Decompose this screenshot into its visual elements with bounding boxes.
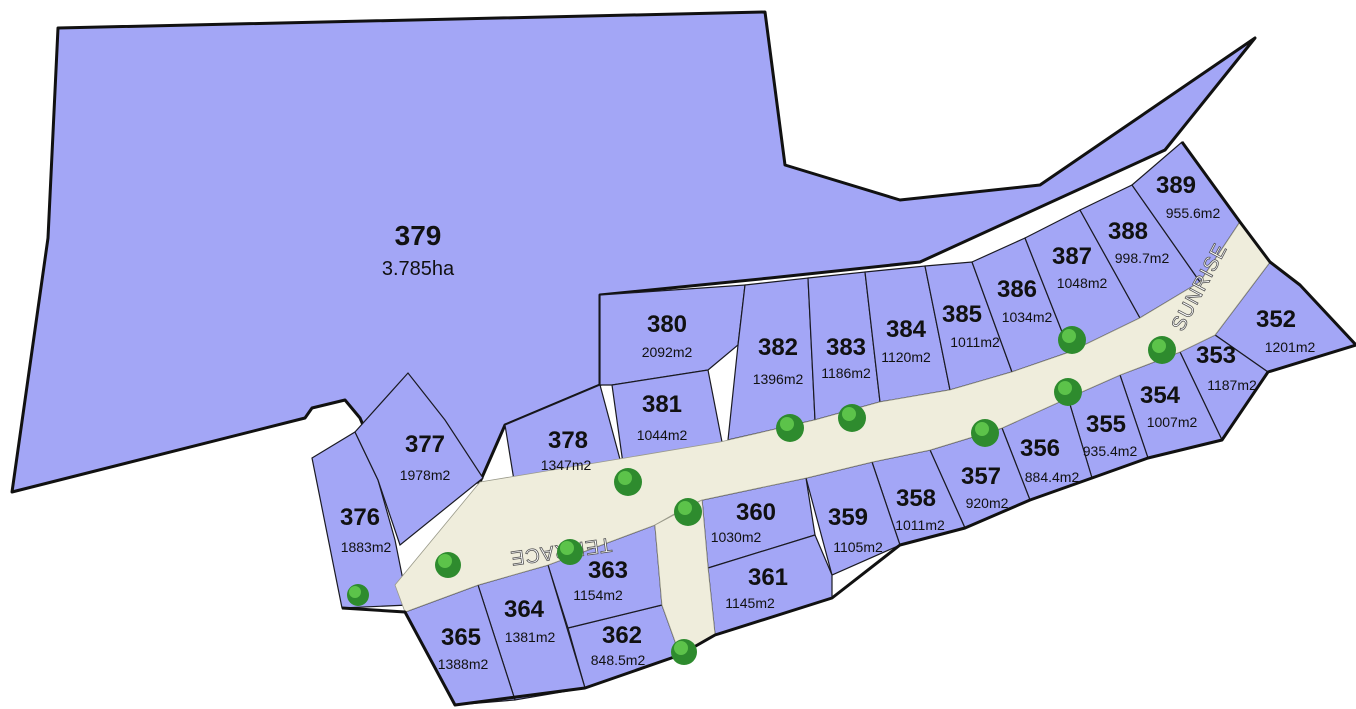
lot-381-area: 1044m2 xyxy=(637,427,688,443)
boundary-east xyxy=(1180,141,1356,347)
lot-358-number: 358 xyxy=(896,485,936,512)
lot-389-number: 389 xyxy=(1156,172,1196,199)
lot-360-number: 360 xyxy=(736,499,776,526)
lot-385-number: 385 xyxy=(942,301,982,328)
lot-384-area: 1120m2 xyxy=(881,349,931,365)
lot-377-parcel[interactable] xyxy=(354,372,484,547)
tree-icon xyxy=(1058,326,1086,354)
lot-362-area: 848.5m2 xyxy=(591,652,646,668)
lot-353-area: 1187m2 xyxy=(1207,377,1257,393)
tree-icon xyxy=(557,539,583,565)
tree-icon xyxy=(1148,336,1176,364)
lot-365-area: 1388m2 xyxy=(438,656,489,672)
lot-382-number: 382 xyxy=(758,334,798,361)
tree-icon xyxy=(671,639,697,665)
lot-353-number: 353 xyxy=(1196,342,1236,369)
lot-352-area: 1201m2 xyxy=(1265,339,1316,355)
tree-icon xyxy=(838,404,866,432)
lot-363-area: 1154m2 xyxy=(573,587,623,603)
lot-379-area: 3.785ha xyxy=(382,258,455,280)
lot-labels: 379 3.785ha 380 2092m2 381 1044m2 382 13… xyxy=(340,172,1316,672)
tree-icon xyxy=(614,468,642,496)
lot-383-number: 383 xyxy=(826,334,866,361)
lot-376-number: 376 xyxy=(340,504,380,531)
lot-364-area: 1381m2 xyxy=(505,629,556,645)
tree-icon xyxy=(435,552,461,578)
trees xyxy=(347,326,1176,665)
boundary-south xyxy=(341,343,1356,707)
lot-359-area: 1105m2 xyxy=(833,539,883,555)
tree-icon xyxy=(674,498,702,526)
lot-354-number: 354 xyxy=(1140,382,1181,409)
lot-377-area: 1978m2 xyxy=(400,467,451,483)
lot-356-number: 356 xyxy=(1020,435,1060,462)
tree-icon xyxy=(1054,378,1082,406)
lot-384-number: 384 xyxy=(886,316,927,343)
lot-378-number: 378 xyxy=(548,427,588,454)
lot-385-area: 1011m2 xyxy=(950,334,1000,350)
lot-362-number: 362 xyxy=(602,622,642,649)
lot-363-number: 363 xyxy=(588,557,628,584)
lot-382-area: 1396m2 xyxy=(753,371,804,387)
lot-386-number: 386 xyxy=(997,276,1037,303)
lot-360-area: 1030m2 xyxy=(711,529,762,545)
lot-378-area: 1347m2 xyxy=(541,457,592,473)
lot-379-number: 379 xyxy=(395,220,442,251)
lot-388-area: 998.7m2 xyxy=(1115,250,1170,266)
lot-365-number: 365 xyxy=(441,624,481,651)
lot-361-area: 1145m2 xyxy=(725,595,775,611)
tree-icon xyxy=(776,414,804,442)
lot-386-area: 1034m2 xyxy=(1002,309,1053,325)
lot-361-number: 361 xyxy=(748,564,788,591)
lot-376-area: 1883m2 xyxy=(341,539,392,555)
roads xyxy=(394,221,1271,656)
lot-364-number: 364 xyxy=(504,596,545,623)
tree-icon xyxy=(971,419,999,447)
lot-380-number: 380 xyxy=(647,311,687,338)
lot-387-area: 1048m2 xyxy=(1057,275,1108,291)
sunrise-terrace-road xyxy=(394,221,1271,613)
lot-377-number: 377 xyxy=(405,431,445,458)
lot-356-area: 884.4m2 xyxy=(1025,469,1080,485)
lot-357-number: 357 xyxy=(961,463,1001,490)
lot-354-area: 1007m2 xyxy=(1147,414,1198,430)
lot-358-area: 1011m2 xyxy=(895,517,945,533)
lot-380-area: 2092m2 xyxy=(642,344,693,360)
lot-359-number: 359 xyxy=(828,504,868,531)
lot-388-number: 388 xyxy=(1108,218,1148,245)
tree-icon xyxy=(347,584,369,606)
lot-355-number: 355 xyxy=(1086,411,1126,438)
lot-387-number: 387 xyxy=(1052,243,1092,270)
lot-381-number: 381 xyxy=(642,391,682,418)
lot-383-area: 1186m2 xyxy=(821,365,871,381)
lot-352-number: 352 xyxy=(1256,306,1296,333)
lot-389-area: 955.6m2 xyxy=(1166,205,1221,221)
lot-355-area: 935.4m2 xyxy=(1083,443,1138,459)
lot-357-area: 920m2 xyxy=(966,495,1009,511)
